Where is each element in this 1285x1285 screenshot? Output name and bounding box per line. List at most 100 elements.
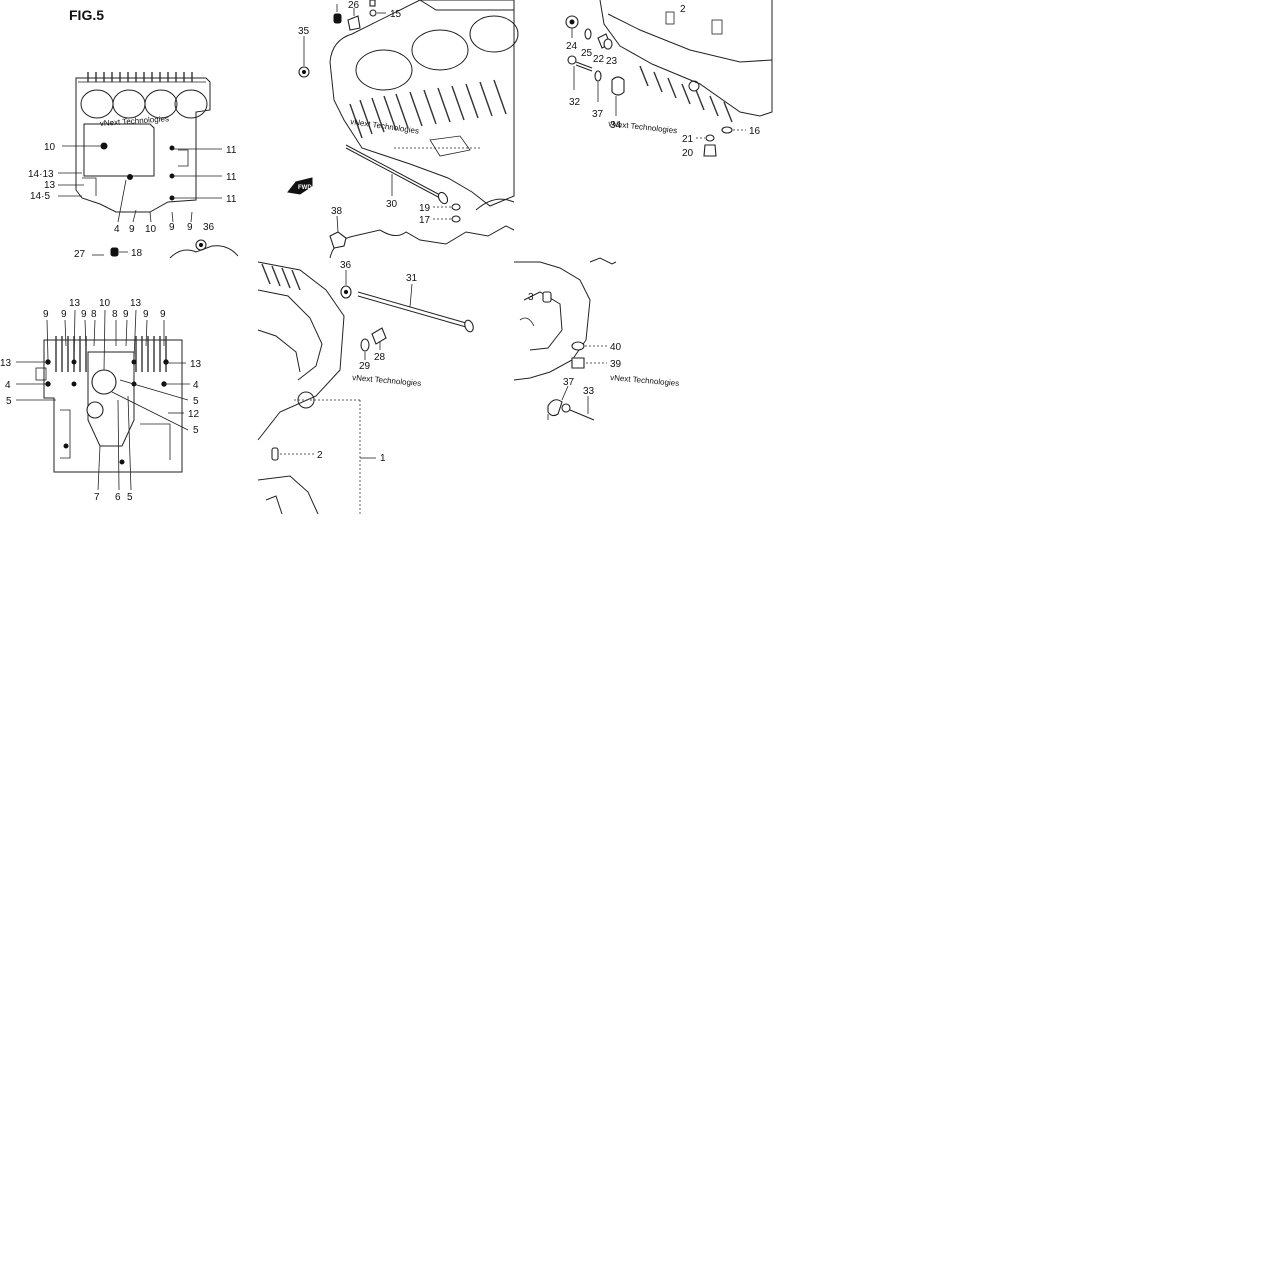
part-17-oring	[433, 215, 461, 223]
callout: 40	[610, 342, 622, 353]
callout: 11	[226, 172, 237, 183]
callout: 10	[99, 298, 111, 309]
labels-middle-right: 3 40 39 37 33	[528, 292, 622, 397]
callout: 13	[130, 298, 142, 309]
crankcase-lower-right	[513, 257, 617, 381]
part-18-nut	[92, 247, 128, 257]
callout: 12	[188, 409, 200, 420]
crankcase-top-view	[75, 72, 211, 213]
labels-top-left: 10 11 14·13 11 13 14·5 11 4 9 10 9 9 36 …	[28, 142, 237, 260]
callout: 6	[115, 492, 121, 503]
part-38-fitting	[329, 215, 347, 249]
callout: 38	[331, 206, 343, 217]
callout: 11	[226, 194, 237, 205]
labels-top-right: 2 24 25 22 23 32 37 34 16 21 20	[566, 4, 761, 159]
part-37-washer-right	[547, 385, 569, 417]
part-15-washer	[369, 0, 386, 17]
callout: 36	[203, 222, 215, 233]
callout: 13	[190, 359, 202, 370]
part-26-plate	[347, 8, 361, 31]
part-31-long-bolt	[357, 283, 474, 333]
callout: 2	[317, 450, 323, 461]
callout: 9	[143, 309, 149, 320]
callout: 37	[592, 109, 604, 120]
callout: 19	[419, 203, 431, 214]
callout: 9	[81, 309, 87, 320]
callout: 9	[123, 309, 129, 320]
callout: 11	[226, 145, 237, 156]
callout: 10	[44, 142, 56, 153]
callout: 35	[298, 26, 310, 37]
callout: 10	[145, 224, 157, 235]
labels-top-center: 26 15 35 30 38 19 17	[298, 0, 431, 226]
callout: 9	[61, 309, 67, 320]
callout: 13	[0, 358, 12, 369]
figure-title: FIG.5	[69, 7, 104, 23]
part-16-oring	[721, 126, 746, 134]
callout: 14·5	[30, 191, 50, 202]
crankcase-edge-sketch	[169, 245, 239, 259]
crankcase-bottom-view	[35, 336, 183, 473]
callout: 18	[131, 248, 143, 259]
callout: 29	[359, 361, 371, 372]
callout: 39	[610, 359, 622, 370]
part-22-23-fitting	[597, 33, 613, 50]
part-34-dowel	[611, 76, 625, 116]
watermarks: vNext Technologies vNext Technologies vN…	[100, 114, 680, 388]
svg-text:vNext Technologies: vNext Technologies	[610, 373, 680, 388]
callout: 27	[74, 249, 86, 260]
callout: 9	[129, 224, 135, 235]
leader-lines-bottom-left	[16, 309, 190, 491]
callout: 5	[193, 425, 199, 436]
part-29-gasket	[360, 338, 370, 360]
fwd-label: FWD	[298, 185, 312, 191]
callout: 15	[390, 9, 402, 20]
callout: 5	[6, 396, 12, 407]
callout: 5	[127, 492, 133, 503]
callout: 5	[193, 396, 199, 407]
part-37-washer	[594, 70, 602, 102]
callout: 4	[193, 380, 199, 391]
callout: 3	[528, 292, 534, 303]
part-40-washer	[571, 341, 607, 351]
callout: 26	[348, 0, 360, 11]
fwd-arrow-icon: FWD	[287, 177, 313, 195]
callout: 4	[5, 380, 11, 391]
callout: 8	[112, 309, 118, 320]
part-21-20-drain-plug	[696, 134, 717, 157]
part-2-dowel-pin	[271, 447, 314, 461]
callout: 25	[581, 48, 593, 59]
callout: 9	[160, 309, 166, 320]
part-28-plug	[371, 327, 387, 350]
part-39-plug	[571, 357, 607, 369]
callout: 33	[583, 386, 595, 397]
part-30-long-bolt	[345, 144, 449, 205]
callout: 7	[94, 492, 100, 503]
callout: 16	[749, 126, 761, 137]
callout: 37	[563, 377, 575, 388]
callout: 17	[419, 215, 431, 226]
svg-text:vNext Technologies: vNext Technologies	[100, 114, 170, 128]
callout: 22	[593, 54, 605, 65]
callout: 23	[606, 56, 618, 67]
part-35-washer	[298, 36, 310, 78]
callout: 21	[682, 134, 694, 145]
part-25-washer	[584, 28, 592, 40]
callout: 4	[114, 224, 120, 235]
leader-lines-top-left	[58, 145, 222, 223]
upper-crankcase-isometric	[329, 0, 519, 259]
svg-text:vNext Technologies: vNext Technologies	[352, 373, 422, 388]
callout: 32	[569, 97, 581, 108]
callout: 8	[91, 309, 97, 320]
callout: 14·13	[28, 169, 54, 180]
callout: 30	[386, 199, 398, 210]
callout: 36	[340, 260, 352, 271]
crankcase-side-isometric	[599, 0, 773, 123]
callout: 9	[187, 222, 193, 233]
callout: 9	[169, 222, 175, 233]
callout: 9	[43, 309, 49, 320]
part-36-washer-mid	[340, 270, 352, 299]
callout: 1	[380, 453, 386, 464]
part-3-dowel	[542, 291, 552, 303]
